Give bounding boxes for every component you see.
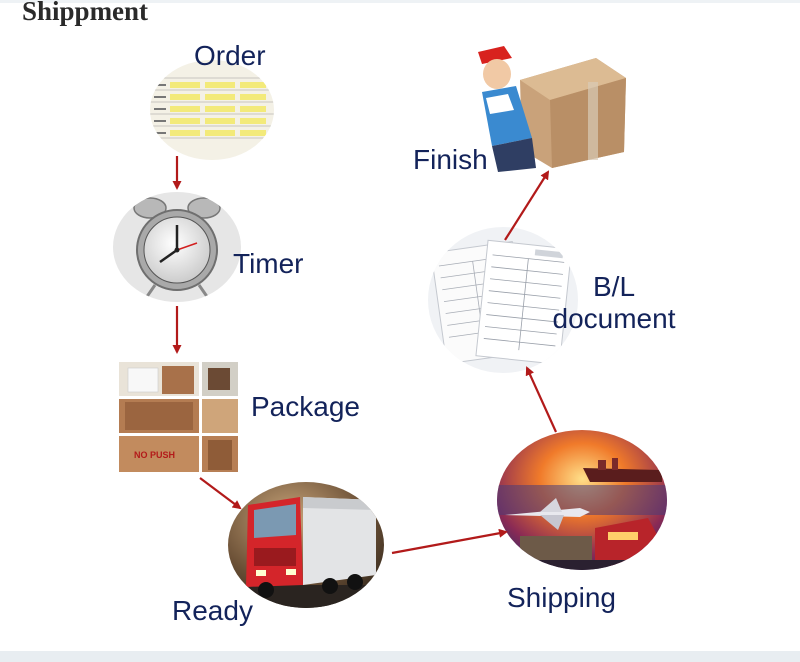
arrow-ready-to-shipping	[392, 532, 506, 553]
no-push-stamp: NO PUSH	[134, 450, 175, 460]
order-image	[148, 58, 278, 162]
step-label-document: document	[544, 303, 684, 335]
arrow-package-to-ready	[200, 478, 240, 508]
step-label-bl: B/L	[544, 271, 684, 303]
arrow-shipping-to-bl	[527, 368, 556, 432]
step-label-bl-document: B/L document	[544, 271, 684, 335]
step-label-shipping: Shipping	[507, 582, 616, 614]
ready-image	[226, 480, 386, 610]
step-label-ready: Ready	[172, 595, 253, 627]
arrow-bl-to-finish	[505, 172, 548, 240]
step-label-finish: Finish	[413, 144, 488, 176]
step-label-timer: Timer	[233, 248, 304, 280]
shipping-image	[495, 428, 670, 575]
step-label-order: Order	[194, 40, 266, 72]
bottom-bar	[0, 651, 800, 662]
package-image: NO PUSH	[118, 360, 238, 472]
step-label-package: Package	[251, 391, 360, 423]
finish-image	[478, 46, 626, 172]
timer-image	[110, 190, 244, 305]
